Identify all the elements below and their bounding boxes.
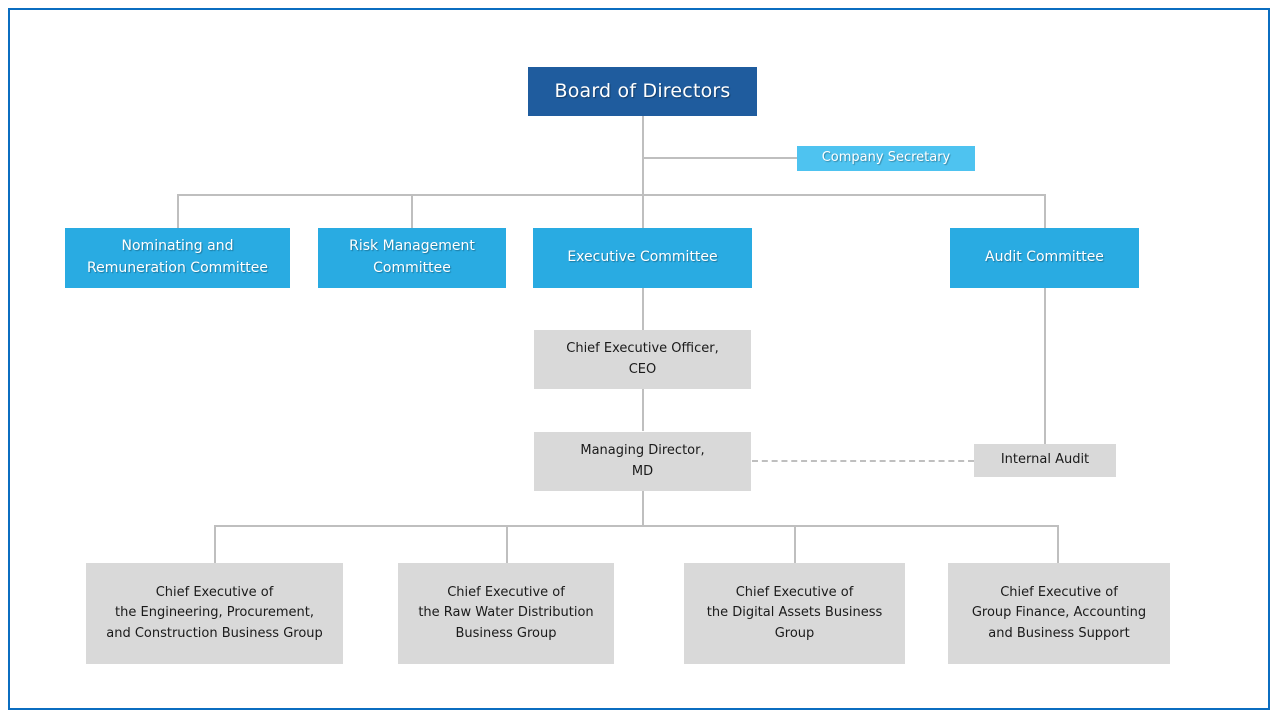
node-board-of-directors-label: Board of Directors [554,79,731,102]
connector-md-to-bottom-bus [642,491,644,526]
connector-drop-nominating [177,194,179,228]
node-nominating-remuneration-committee-label: Nominating and Remuneration Committee [86,238,269,276]
node-ce-raw-water-distribution[interactable]: Chief Executive of the Raw Water Distrib… [398,563,614,664]
connector-board-down [642,116,644,196]
node-internal-audit-label: Internal Audit [1000,452,1090,468]
connector-drop-audit [1044,194,1046,228]
node-executive-committee[interactable]: Executive Committee [533,228,752,288]
connector-exec-to-ceo [642,288,644,330]
connector-md-internal-audit-dashed [752,460,974,462]
node-executive-committee-label: Executive Committee [567,249,718,266]
connector-drop-risk [411,194,413,228]
node-nominating-remuneration-committee[interactable]: Nominating and Remuneration Committee [65,228,290,288]
node-ce-group-finance-accounting-label: Chief Executive of Group Finance, Accoun… [971,585,1147,641]
node-chief-executive-officer-label: Chief Executive Officer, CEO [566,341,719,377]
connector-drop-epc [214,525,216,563]
connector-drop-raw-water [506,525,508,563]
connector-drop-group-finance [1057,525,1059,563]
connector-drop-digital-assets [794,525,796,563]
node-ce-digital-assets-label: Chief Executive of the Digital Assets Bu… [706,585,883,641]
node-ce-engineering-procurement-construction[interactable]: Chief Executive of the Engineering, Proc… [86,563,343,664]
node-chief-executive-officer[interactable]: Chief Executive Officer, CEO [534,330,751,389]
node-risk-management-committee[interactable]: Risk Management Committee [318,228,506,288]
node-ce-engineering-procurement-construction-label: Chief Executive of the Engineering, Proc… [106,585,323,641]
node-company-secretary-label: Company Secretary [821,150,951,166]
connector-level2-bus [177,194,1045,196]
node-risk-management-committee-label: Risk Management Committee [349,238,475,276]
node-ce-group-finance-accounting[interactable]: Chief Executive of Group Finance, Accoun… [948,563,1170,664]
connector-audit-to-internal-audit [1044,288,1046,445]
node-ce-digital-assets[interactable]: Chief Executive of the Digital Assets Bu… [684,563,905,664]
node-audit-committee-label: Audit Committee [985,249,1104,266]
node-company-secretary[interactable]: Company Secretary [797,146,975,171]
node-ce-raw-water-distribution-label: Chief Executive of the Raw Water Distrib… [418,585,594,641]
node-managing-director-label: Managing Director, MD [580,443,705,479]
connector-ceo-to-md [642,389,644,431]
connector-drop-executive [642,194,644,228]
node-board-of-directors[interactable]: Board of Directors [528,67,757,116]
connector-board-to-secretary [642,157,798,159]
connector-bottom-bus [214,525,1059,527]
node-internal-audit[interactable]: Internal Audit [974,444,1116,477]
node-audit-committee[interactable]: Audit Committee [950,228,1139,288]
node-managing-director[interactable]: Managing Director, MD [534,432,751,491]
